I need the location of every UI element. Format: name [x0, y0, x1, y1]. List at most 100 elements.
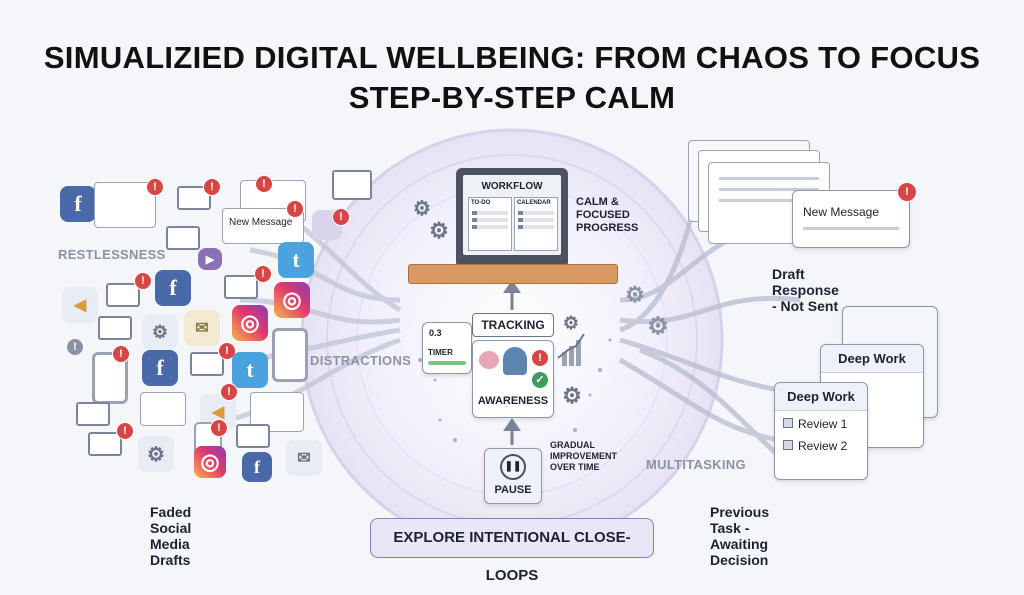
chat-icon: ✉	[184, 310, 220, 346]
brain-icon	[479, 351, 499, 369]
todo-label: TO-DO	[471, 200, 491, 206]
gradual-label-line: OVER TIME	[550, 462, 600, 472]
mail-icon	[88, 432, 122, 456]
play-icon: ▶	[198, 248, 222, 270]
instagram-icon: ◎	[194, 446, 226, 478]
mail-icon	[224, 275, 258, 299]
checkbox-icon	[783, 418, 793, 428]
instagram-icon: ◎	[274, 282, 310, 318]
draft-window	[94, 182, 156, 228]
alert-icon: !	[203, 178, 221, 196]
explore-close-loops-button[interactable]: EXPLORE INTENTIONAL CLOSE-LOOPS	[370, 518, 654, 584]
desk	[408, 264, 618, 284]
new-message-label: New Message	[229, 217, 293, 228]
alert-icon: !	[66, 338, 84, 356]
gear-icon: ⚙	[562, 312, 580, 333]
mail-icon	[166, 226, 200, 250]
alert-icon: !	[255, 175, 273, 193]
left-caption: Faded Social Media Drafts	[150, 504, 192, 568]
alert-icon: !	[210, 419, 228, 437]
review-item: Review 2	[775, 431, 867, 453]
pause-label: PAUSE	[494, 484, 532, 496]
gear-icon: ⚙	[429, 218, 449, 243]
calm-progress-label: CALM & FOCUSED PROGRESS	[576, 196, 638, 235]
check-icon: ✓	[531, 371, 549, 389]
gear-icon: ⚙	[138, 436, 174, 472]
awareness-label: AWARENESS	[477, 395, 549, 407]
alert-icon: !	[220, 383, 238, 401]
deep-work-title: Deep Work	[821, 345, 923, 373]
facebook-icon: f	[142, 350, 178, 386]
person-avatar	[503, 347, 527, 375]
calm-label-line: PROGRESS	[576, 222, 639, 234]
timer-value: 0.3	[429, 328, 442, 338]
alert-icon: !	[332, 208, 350, 226]
restlessness-label: RESTLESSNESS	[58, 247, 166, 262]
calm-label-line: FOCUSED	[576, 209, 630, 221]
tracking-label: TRACKING	[472, 313, 554, 337]
review-item: Review 1	[775, 411, 867, 431]
facebook-icon: f	[155, 270, 191, 306]
gradual-improvement-label: GRADUAL IMPROVEMENT OVER TIME	[550, 440, 617, 473]
multitasking-label: MULTITASKING	[646, 457, 746, 472]
title-line-1: SIMUALIZIED DIGITAL WELLBEING: FROM CHAO…	[43, 40, 981, 75]
deep-work-title: Deep Work	[775, 383, 867, 411]
page-title: SIMUALIZIED DIGITAL WELLBEING: FROM CHAO…	[0, 38, 1024, 118]
mail-icon	[98, 316, 132, 340]
timer-label: TIMER	[428, 348, 453, 357]
instagram-icon: ◎	[232, 305, 268, 341]
timer-widget: 0.3 TIMER	[422, 322, 472, 374]
gear-icon: ⚙	[142, 314, 178, 350]
alert-icon: !	[254, 265, 272, 283]
checkbox-icon	[783, 440, 793, 450]
mail-icon	[332, 170, 372, 200]
twitter-icon: t	[278, 242, 314, 278]
gear-icon: ⚙	[562, 383, 582, 408]
draft-window	[140, 392, 186, 426]
gear-icon: ⚙	[625, 282, 645, 307]
gear-icon: ⚙	[647, 313, 669, 340]
pause-button[interactable]: ❚❚ PAUSE	[484, 448, 542, 504]
left-chaos-cluster: RESTLESSNESS DISTRACTIONS f ! ! ! New Me…	[0, 0, 411, 568]
chat-icon: ✉	[286, 440, 322, 476]
review-label: Review 2	[798, 439, 848, 453]
alert-icon: !	[897, 182, 917, 202]
new-message-label: New Message	[803, 205, 880, 219]
distractions-label: DISTRACTIONS	[310, 353, 412, 368]
deep-work-card-front: Deep Work Review 1 Review 2	[774, 382, 868, 480]
calm-label-line: CALM &	[576, 196, 619, 208]
workflow-title: WORKFLOW	[481, 181, 543, 192]
laptop-screen: WORKFLOW TO-DO CALENDAR	[463, 175, 561, 255]
right-multitask-cluster: New Message ! Draft Response - Not Sent …	[0, 0, 938, 568]
mail-icon	[236, 424, 270, 448]
phone-icon	[272, 328, 308, 382]
awareness-panel: ! ✓ AWARENESS	[472, 340, 554, 418]
mail-icon	[190, 352, 224, 376]
facebook-icon: f	[242, 452, 272, 482]
facebook-icon: f	[60, 186, 96, 222]
twitter-icon: t	[232, 352, 268, 388]
center-focus-cluster: WORKFLOW TO-DO CALENDAR ⚙ ⚙ CALM & FOCUS…	[0, 0, 654, 584]
mail-icon	[76, 402, 110, 426]
gradual-label-line: GRADUAL	[550, 440, 595, 450]
gradual-label-line: IMPROVEMENT	[550, 451, 618, 461]
calendar-column: CALENDAR	[514, 197, 558, 251]
gear-icon: ⚙	[413, 197, 431, 220]
alert-icon: !	[218, 342, 236, 360]
todo-column: TO-DO	[468, 197, 512, 251]
calendar-label: CALENDAR	[517, 200, 551, 206]
mail-icon	[106, 283, 140, 307]
alert-icon: !	[112, 345, 130, 363]
megaphone-icon: ◀	[62, 287, 98, 323]
title-line-2: STEP-BY-STEP CALM	[348, 80, 676, 115]
alert-icon: !	[146, 178, 164, 196]
pause-icon: ❚❚	[500, 454, 526, 480]
right-caption: Previous Task - Awaiting Decision	[710, 504, 770, 568]
alert-icon: !	[531, 349, 549, 367]
draft-caption: Draft Response - Not Sent	[772, 266, 839, 314]
alert-icon: !	[116, 422, 134, 440]
new-message-window: New Message	[792, 190, 910, 248]
laptop: WORKFLOW TO-DO CALENDAR	[456, 168, 568, 268]
alert-icon: !	[286, 200, 304, 218]
review-label: Review 1	[798, 417, 848, 431]
